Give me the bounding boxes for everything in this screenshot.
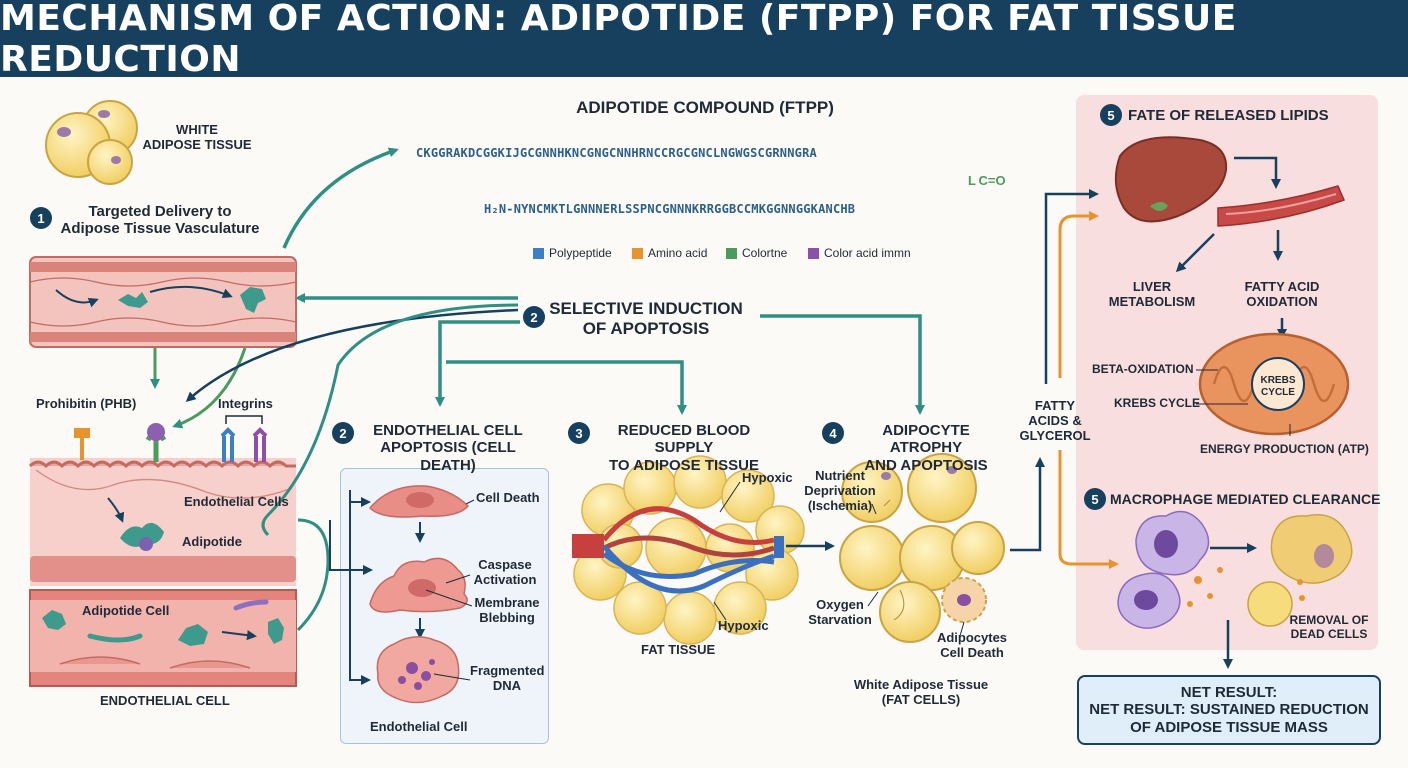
blood-vessel-icon: [29, 256, 297, 348]
integrins-label: Integrins: [218, 396, 273, 411]
peptide-sequence-1: CKGGRAKDCGGKIJGCGNNHKNCGNGCNNHRNCCRGCGNC…: [416, 146, 817, 160]
step-2-badge: 2: [523, 306, 545, 328]
fatty-acids-label: FATTY ACIDS & GLYCEROL: [1019, 398, 1091, 443]
substep-3-badge: 3: [568, 422, 590, 444]
endothelial-membrane-icon: [28, 415, 296, 586]
step-5b-badge: 5: [1084, 488, 1106, 510]
legend-polypeptide: Polypeptide: [533, 246, 612, 260]
endothelial-cells-label: Endothelial Cells: [184, 494, 289, 509]
legend-swatch-icon: [726, 247, 737, 259]
net-result-body: NET RESULT: SUSTAINED REDUCTION OF ADIPO…: [1089, 701, 1369, 736]
lower-vessel-icon: [29, 589, 297, 687]
net-result-title: NET RESULT:: [1180, 684, 1278, 702]
cell-death-label: Cell Death: [476, 490, 540, 505]
white-adipose-cells-label: White Adipose Tissue (FAT CELLS): [853, 677, 989, 707]
adipocytes-death-label: Adipocytes Cell Death: [936, 630, 1008, 660]
fat-tissue-icon: [572, 455, 805, 645]
hypoxic-label-bottom: Hypoxic: [718, 618, 769, 633]
krebs-cycle-inner: KREBS CYCLE: [1260, 375, 1296, 398]
step-5a-label: FATE OF RELEASED LIPIDS: [1128, 107, 1329, 124]
substep-3-label: REDUCED BLOOD SUPPLY TO ADIPOSE TISSUE: [608, 422, 760, 474]
krebs-cycle-label: KREBS CYCLE: [1114, 396, 1201, 410]
step-5b-label: MACROPHAGE MEDIATED CLEARANCE: [1110, 491, 1381, 507]
beta-oxidation-label: BETA-OXIDATION: [1092, 362, 1194, 376]
fragmented-dna-label: Fragmented DNA: [470, 663, 545, 693]
net-result-box: NET RESULT: NET RESULT: SUSTAINED REDUCT…: [1077, 675, 1381, 745]
removal-label: REMOVAL OF DEAD CELLS: [1289, 613, 1369, 641]
substep-4-label: ADIPOCYTE ATROPHY AND APOPTOSIS: [864, 422, 988, 474]
liver-icon: [1114, 136, 1228, 223]
fat-tissue-label: FAT TISSUE: [641, 642, 716, 657]
legend-swatch-icon: [808, 247, 819, 259]
hypoxic-label-top: Hypoxic: [742, 470, 793, 485]
adipotide-cell-label: Adipotide Cell: [82, 603, 170, 618]
legend-swatch-icon: [533, 247, 544, 259]
prohibitin-label: Prohibitin (PHB): [36, 396, 137, 411]
legend-amino-acid: Amino acid: [632, 246, 707, 260]
legend-colortne: Colortne: [726, 246, 787, 260]
step-1-badge: 1: [30, 207, 52, 229]
mitochondrion-icon: [1198, 332, 1350, 436]
artery-icon: [1217, 185, 1346, 227]
macrophage-icon: [1117, 510, 1223, 629]
peptide-sequence-2: H₂N-NYNCMKTLGNNNERLSSPNCGNNNKRRGGBCCMKGG…: [484, 202, 856, 216]
substep-4-badge: 4: [822, 422, 844, 444]
endothelial-cell-caption: Endothelial Cell: [370, 719, 468, 734]
substep-2-badge: 2: [332, 422, 354, 444]
adipotide-label: Adipotide: [182, 534, 242, 549]
oxygen-label: Oxygen Starvation: [808, 597, 872, 627]
peptide-tail: L C=O: [968, 173, 1006, 188]
step-5a-badge: 5: [1100, 104, 1122, 126]
adipocyte-cluster-icon: [839, 453, 1005, 643]
white-adipose-icon: [45, 100, 138, 185]
atp-label: ENERGY PRODUCTION (ATP): [1200, 442, 1369, 456]
legend-swatch-icon: [632, 247, 643, 259]
substep-2-label: ENDOTHELIAL CELL APOPTOSIS (CELL DEATH): [373, 422, 523, 474]
step-2-label: SELECTIVE INDUCTION OF APOPTOSIS: [549, 299, 743, 338]
cell-death-stages-icon: [368, 485, 470, 704]
compound-title: ADIPOTIDE COMPOUND (FTPP): [576, 98, 834, 117]
endothelial-cell-label: ENDOTHELIAL CELL: [100, 693, 230, 708]
fatty-acid-oxidation-label: FATTY ACID OXIDATION: [1244, 279, 1320, 309]
dead-cell-debris-icon: [1247, 514, 1353, 627]
legend-color-acid: Color acid immn: [808, 246, 911, 260]
step-1-label: Targeted Delivery to Adipose Tissue Vasc…: [60, 203, 260, 238]
liver-metabolism-label: LIVER METABOLISM: [1108, 279, 1196, 309]
page-title: MECHANISM OF ACTION: ADIPOTIDE (FTPP) FO…: [0, 0, 1408, 80]
white-adipose-label: WHITE ADIPOSE TISSUE: [142, 122, 252, 152]
nutrient-label: Nutrient Deprivation (Ischemia): [804, 468, 876, 513]
membrane-label: Membrane Blebbing: [474, 595, 540, 625]
caspase-label: Caspase Activation: [473, 557, 537, 587]
